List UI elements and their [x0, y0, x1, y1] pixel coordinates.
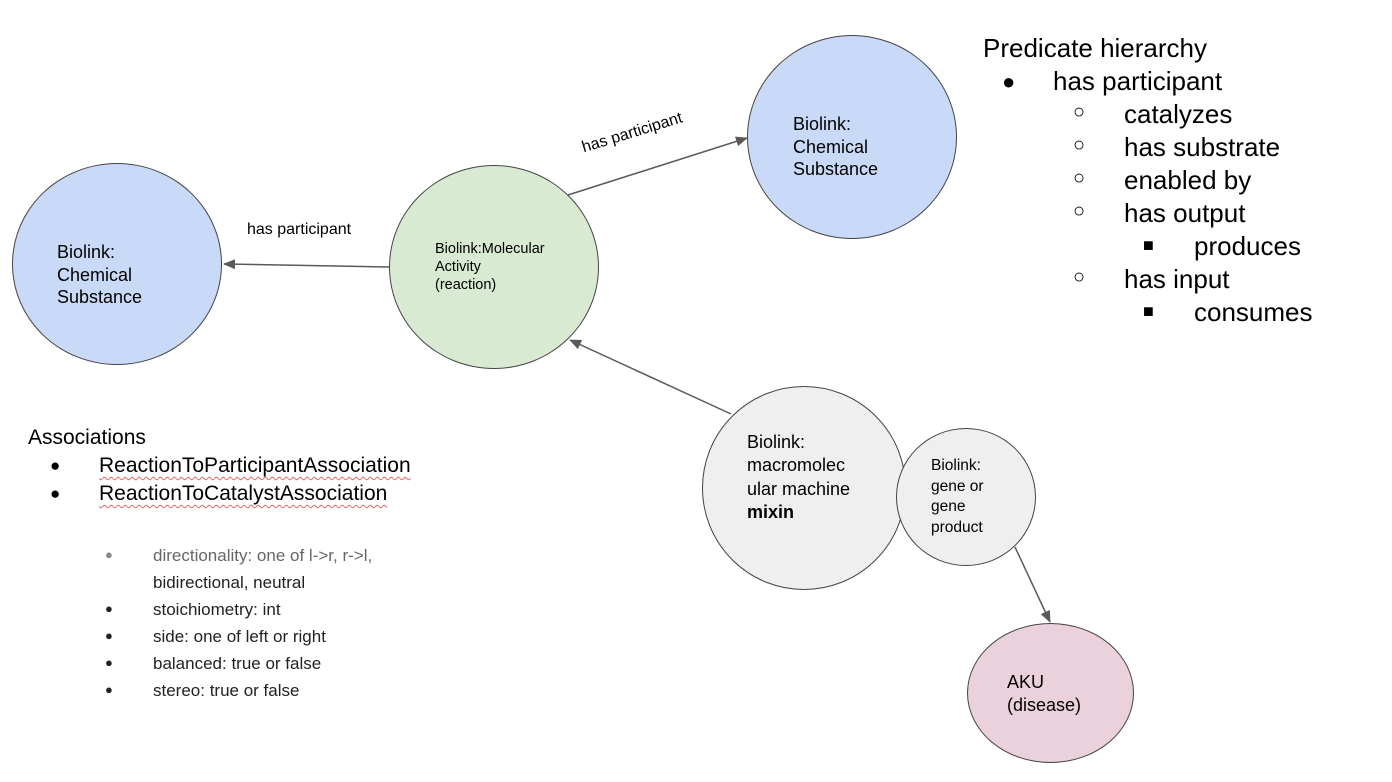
node-label-line: Biolink:	[793, 114, 852, 134]
predicate-grandchild: produces	[1194, 231, 1301, 261]
association-item: ReactionToCatalystAssociation	[99, 482, 388, 505]
bullet-level1: ●	[105, 655, 113, 670]
node-label-line: Biolink:	[931, 457, 981, 474]
predicate-root: has participant	[1053, 66, 1223, 96]
bullet-level3: ■	[1143, 235, 1154, 255]
bullet-level1: ●	[105, 628, 113, 643]
node-label-line: AKU	[1007, 672, 1045, 692]
node-label-line: Biolink:	[747, 432, 806, 452]
node-label-mixin: mixin	[747, 502, 795, 523]
node-label-line: macromolec	[747, 455, 846, 476]
node-chemical-substance-top: Biolink: Chemical Substance	[747, 35, 957, 239]
node-label-line: ular machine	[747, 478, 851, 499]
node-label-line: product	[931, 518, 983, 536]
node-label-line: Biolink:Molecular	[435, 241, 545, 257]
edge-gene-to-disease	[1014, 546, 1051, 623]
bullet-level1: ●	[105, 547, 113, 562]
node-label-line: Substance	[57, 287, 143, 307]
property-directionality-cont: bidirectional, neutral	[153, 573, 306, 592]
association-item: ReactionToParticipantAssociation	[99, 454, 411, 477]
edge-label-left: has participant	[247, 221, 352, 238]
node-label-line: (reaction)	[435, 277, 497, 294]
edge-reaction-to-chem-top	[567, 136, 748, 196]
edge-macro-to-reaction	[569, 339, 732, 415]
property-stoichiometry: stoichiometry: int	[153, 600, 281, 619]
bullet-level2: ○	[1073, 101, 1086, 123]
bullet-level2: ○	[1073, 134, 1086, 156]
node-chemical-substance-left: Biolink: Chemical Substance	[12, 163, 222, 365]
predicate-child: has output	[1124, 198, 1246, 228]
predicate-child: enabled by	[1124, 165, 1252, 195]
bullet-level1: ●	[1002, 69, 1016, 94]
bullet-level2: ○	[1073, 167, 1086, 189]
edge-reaction-to-chem-left	[223, 259, 391, 270]
predicate-child: has input	[1124, 264, 1230, 294]
bullet-level1: ●	[105, 601, 113, 616]
predicate-child: has substrate	[1124, 132, 1281, 162]
node-label-line: Activity	[435, 259, 481, 276]
property-stereo: stereo: true or false	[153, 681, 300, 700]
property-directionality: directionality: one of l->r, r->l,	[153, 546, 373, 565]
node-label-line: gene or	[931, 477, 984, 495]
node-label-line: (disease)	[1007, 694, 1082, 715]
bullet-level1: ●	[50, 484, 61, 503]
bullet-level2: ○	[1073, 266, 1086, 288]
predicate-hierarchy-title: Predicate hierarchy	[983, 33, 1207, 63]
associations-title: Associations	[28, 426, 146, 449]
bullet-level3: ■	[1143, 301, 1154, 321]
node-macromolecular-machine: Biolink: macromolec ular machine mixin	[702, 386, 906, 590]
node-label-line: Substance	[793, 159, 879, 179]
node-label-line: gene	[931, 498, 966, 516]
bullet-level1: ●	[105, 682, 113, 697]
bullet-level1: ●	[50, 456, 61, 475]
node-label-line: Chemical	[57, 264, 133, 285]
node-molecular-activity: Biolink:Molecular Activity (reaction)	[389, 165, 599, 369]
node-label-line: Biolink:	[57, 242, 116, 262]
node-disease-aku: AKU (disease)	[967, 623, 1134, 763]
node-gene-or-gene-product: Biolink: gene or gene product	[896, 428, 1036, 566]
property-balanced: balanced: true or false	[153, 654, 322, 673]
predicate-child: catalyzes	[1124, 99, 1233, 129]
node-label-line: Chemical	[793, 136, 869, 157]
predicate-grandchild: consumes	[1194, 297, 1313, 327]
property-side: side: one of left or right	[153, 627, 326, 646]
bullet-level2: ○	[1073, 200, 1086, 222]
